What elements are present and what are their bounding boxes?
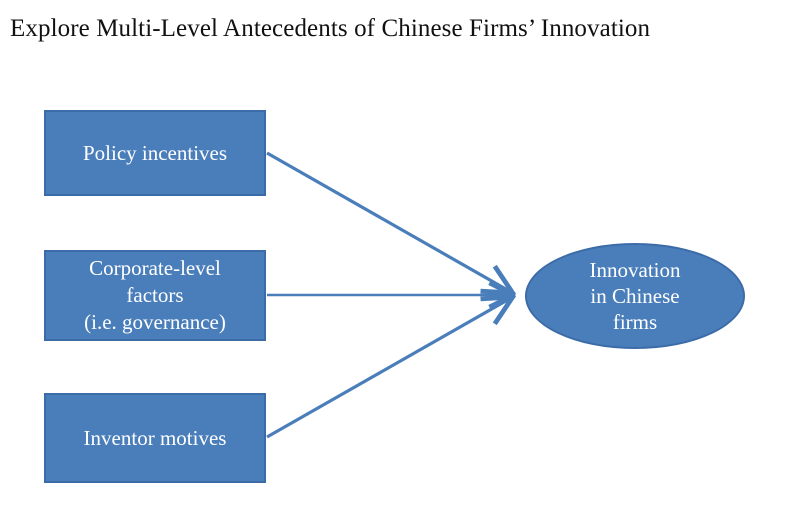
node-innovation-line-3: firms: [612, 310, 658, 334]
node-corporate-line-2: factors: [126, 283, 184, 307]
node-corporate-level-factors-label: Corporate-level factors (i.e. governance…: [46, 255, 264, 336]
connector-inventor-to-innovation: [266, 298, 511, 439]
node-inventor-motives[interactable]: Inventor motives: [44, 393, 266, 483]
node-corporate-line-1: Corporate-level: [89, 256, 221, 280]
node-policy-incentives[interactable]: Policy incentives: [44, 110, 266, 196]
node-policy-incentives-label: Policy incentives: [82, 140, 228, 165]
node-inventor-motives-label: Inventor motives: [83, 425, 227, 450]
node-innovation-label: Innovation in Chinese firms: [527, 257, 743, 335]
node-corporate-line-3: (i.e. governance): [84, 310, 226, 334]
node-innovation-in-chinese-firms[interactable]: Innovation in Chinese firms: [525, 243, 745, 349]
node-corporate-level-factors[interactable]: Corporate-level factors (i.e. governance…: [44, 250, 266, 341]
node-innovation-line-2: in Chinese: [590, 284, 680, 308]
node-innovation-line-1: Innovation: [589, 258, 681, 282]
connector-policy-to-innovation: [266, 151, 511, 292]
page-title: Explore Multi-Level Antecedents of Chine…: [10, 15, 651, 42]
